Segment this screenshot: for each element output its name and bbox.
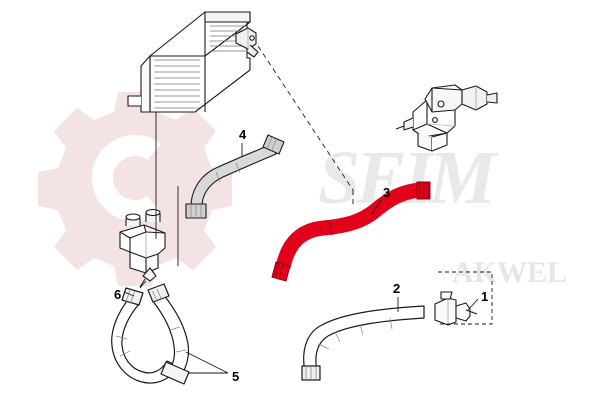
callout-label-4: 4	[239, 127, 247, 142]
leader-lines	[123, 45, 479, 374]
callout-label-3: 3	[383, 185, 391, 200]
egr-valve-part	[395, 84, 498, 152]
watermark-akwel: AKWEL	[452, 256, 568, 289]
valve-block-part	[119, 208, 166, 288]
callout-label-2: 2	[393, 281, 401, 296]
callout-label-5: 5	[232, 369, 240, 384]
intercooler-part	[127, 11, 259, 113]
hose-4-grey	[185, 134, 285, 219]
hose-3-red	[271, 181, 431, 282]
detail-dashed-box	[438, 271, 493, 325]
hose-5-black	[111, 283, 190, 385]
hose-2-black	[301, 305, 425, 381]
watermark-seim: SEIM	[318, 136, 496, 220]
connector-1-part	[434, 291, 478, 326]
callout-label-6: 6	[114, 287, 122, 302]
callout-label-1: 1	[481, 289, 489, 304]
